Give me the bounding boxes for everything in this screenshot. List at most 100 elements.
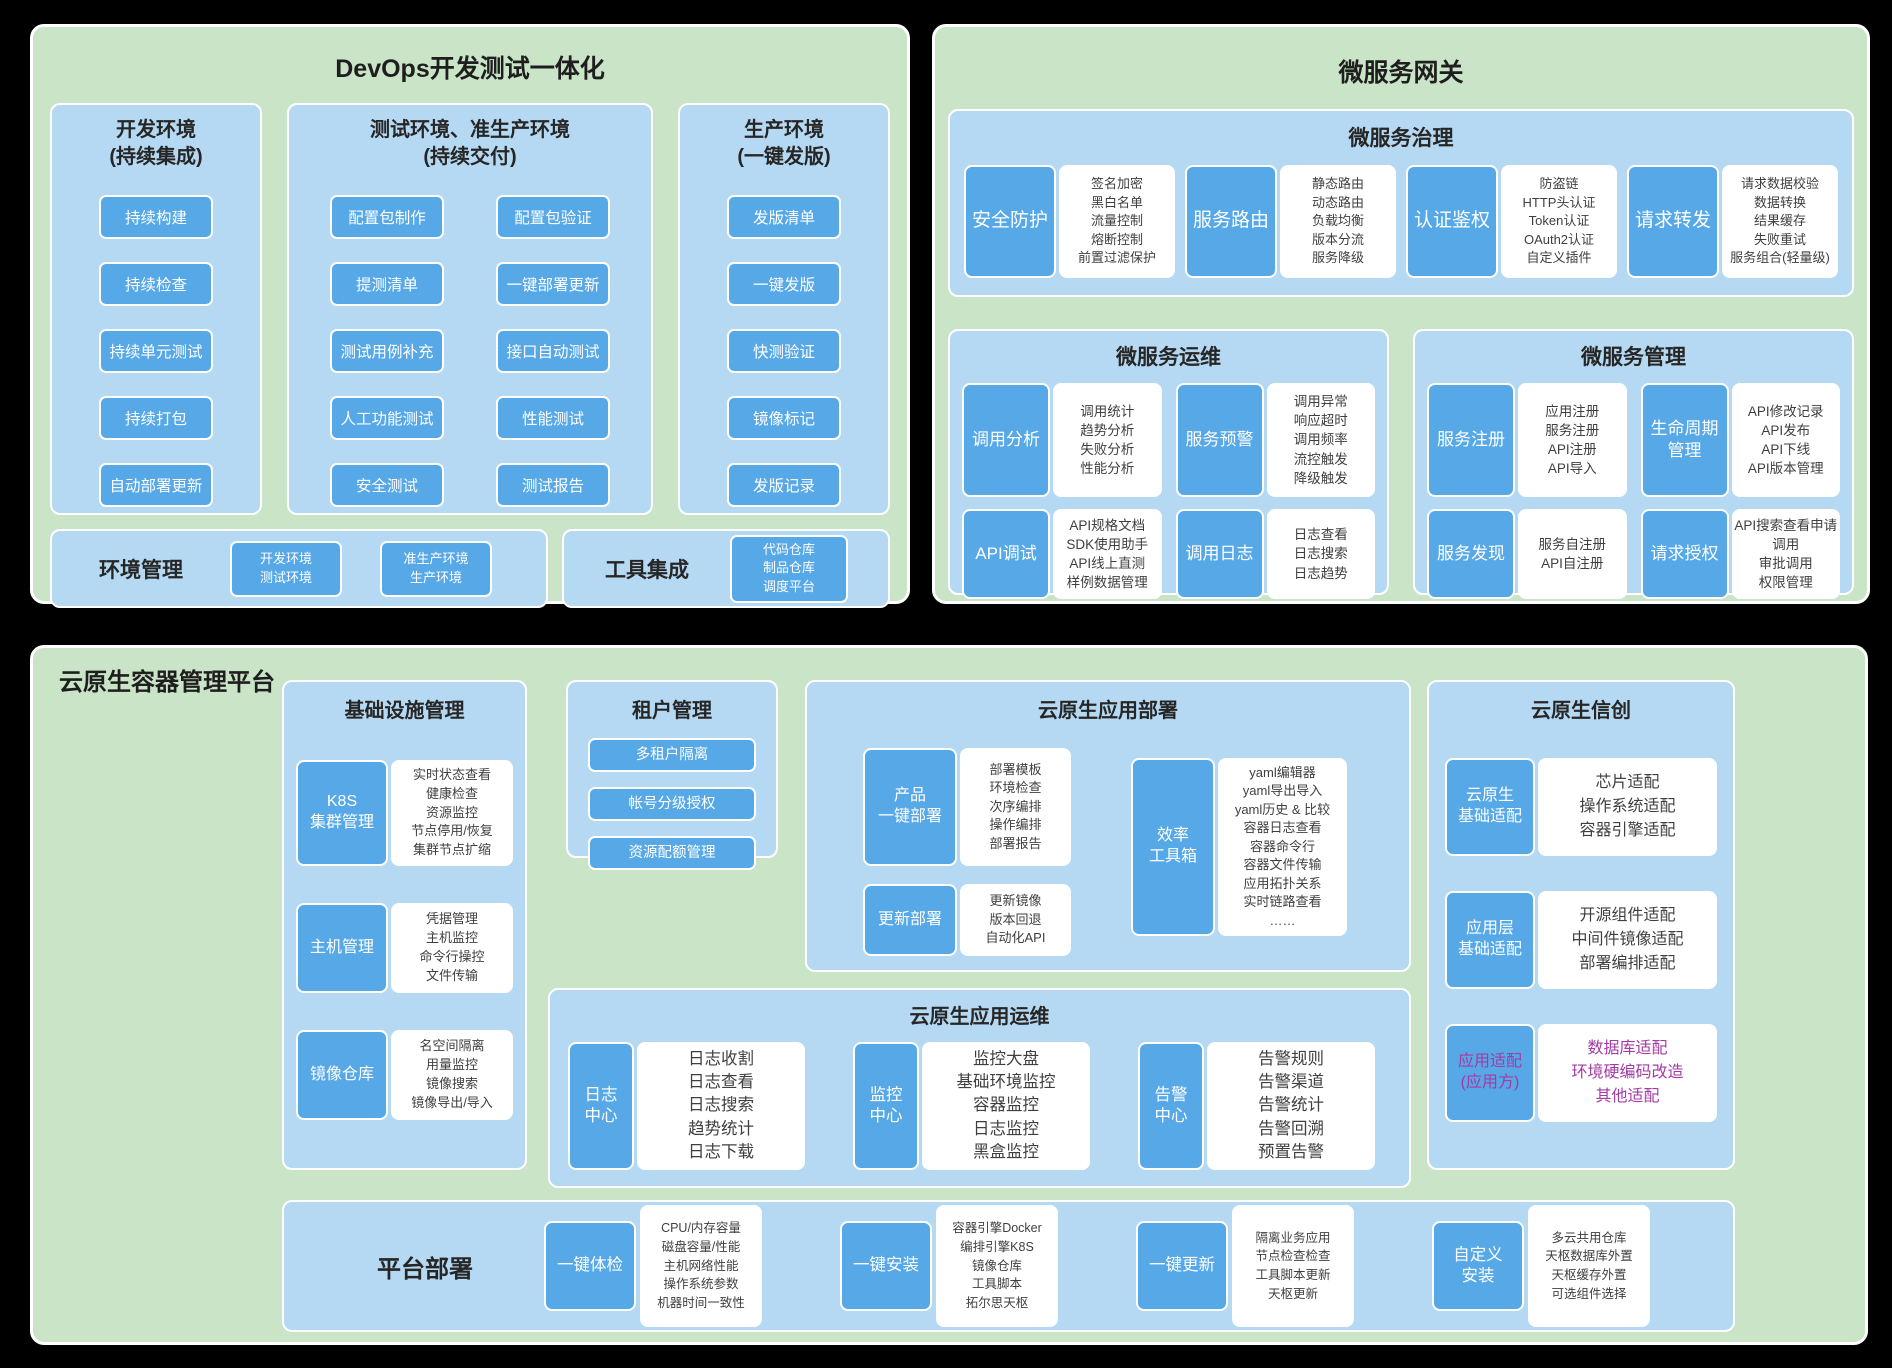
feature-label: 云原生基础适配 — [1445, 758, 1535, 856]
feature-group-app-adaptation: 应用适配(应用方) 数据库适配环境硬编码改造其他适配 — [1445, 1024, 1717, 1122]
feature-label: 生命周期管理 — [1640, 383, 1729, 497]
test-environment-header: 测试环境、准生产环境 (持续交付) — [289, 117, 651, 171]
feature-group: 产品一键部署 部署模板环境检查次序编排操作编排部署报告 — [863, 748, 1071, 866]
pipeline-step: 发版记录 — [727, 463, 841, 507]
feature-group: 更新部署 更新镜像版本回退自动化API — [863, 884, 1071, 956]
tenant-chips: 多租户隔离 帐号分级授权 资源配额管理 — [568, 738, 776, 870]
column-subtitle: (一键发版) — [737, 146, 831, 168]
feature-details: 日志收割日志查看日志搜索趋势统计日志下载 — [637, 1042, 805, 1170]
pipeline-step: 自动部署更新 — [99, 463, 213, 507]
feature-label: API调试 — [962, 509, 1050, 599]
feature-details: 静态路由动态路由负载均衡版本分流服务降级 — [1280, 165, 1396, 278]
pipeline-step: 一键发版 — [727, 262, 841, 306]
feature-details: 隔离业务应用节点检查检查工具脚本更新天枢更新 — [1232, 1205, 1354, 1327]
feature-details: 凭据管理主机监控命令行操控文件传输 — [391, 903, 513, 993]
feature-group: 安全防护 签名加密黑白名单流量控制熔断控制前置过滤保护 — [964, 165, 1175, 278]
pipeline-step: 接口自动测试 — [496, 329, 610, 373]
infrastructure-title: 基础设施管理 — [344, 700, 465, 722]
feature-label: 效率工具箱 — [1131, 758, 1215, 936]
pipeline-step: 提测清单 — [330, 262, 444, 306]
feature-details: 调用异常响应超时调用频率流控触发降级触发 — [1266, 383, 1375, 497]
feature-label: 应用层基础适配 — [1445, 891, 1535, 989]
feature-details: 签名加密黑白名单流量控制熔断控制前置过滤保护 — [1059, 165, 1175, 278]
feature-group: 自定义安装 多云共用仓库天枢数据库外置天枢缓存外置可选组件选择 — [1432, 1205, 1650, 1327]
feature-label: 调用分析 — [962, 383, 1050, 497]
feature-label: 请求转发 — [1627, 165, 1719, 278]
feature-label: 服务预警 — [1175, 383, 1264, 497]
pipeline-step: 一键部署更新 — [496, 262, 610, 306]
feature-label: 应用适配(应用方) — [1445, 1024, 1535, 1122]
feature-details: 日志查看日志搜索日志趋势 — [1266, 509, 1375, 599]
feature-label: 日志中心 — [568, 1042, 634, 1170]
prod-environment-column: 生产环境 (一键发版) 发版清单 一键发版 快测验证 镜像标记 发版记录 — [678, 103, 890, 515]
feature-label: 产品一键部署 — [863, 748, 957, 866]
tool-integration-label: 工具集成 — [605, 558, 689, 582]
pipeline-step: 持续单元测试 — [99, 329, 213, 373]
pipeline-step: 发版清单 — [727, 195, 841, 239]
feature-group: 一键更新 隔离业务应用节点检查检查工具脚本更新天枢更新 — [1136, 1205, 1354, 1327]
tenant-management-section: 租户管理 多租户隔离 帐号分级授权 资源配额管理 — [566, 680, 778, 870]
service-governance-title: 微服务治理 — [1348, 127, 1454, 150]
tool-integration-box: 工具集成 代码仓库制品仓库调度平台 — [562, 529, 890, 608]
feature-details: 实时状态查看健康检查资源监控节点停用/恢复集群节点扩缩 — [391, 760, 513, 866]
gateway-lower-sections: 微服务运维 调用分析 调用统计趋势分析失败分析性能分析 服务预警 调用异常响应超… — [948, 329, 1854, 599]
feature-label: 一键安装 — [840, 1221, 932, 1311]
xinchuang-section: 云原生信创 云原生基础适配 芯片适配操作系统适配容器引擎适配 应用层基础适配 开… — [1427, 680, 1735, 1170]
dev-environment-column: 开发环境 (持续集成) 持续构建 持续检查 持续单元测试 持续打包 自动部署更新 — [50, 103, 262, 515]
feature-label: 更新部署 — [863, 884, 957, 956]
microservice-gateway-panel: 微服务网关 微服务治理 安全防护 签名加密黑白名单流量控制熔断控制前置过滤保护 … — [932, 24, 1870, 604]
devops-panel-title: DevOps开发测试一体化 — [335, 55, 605, 83]
pipeline-step: 持续打包 — [99, 396, 213, 440]
feature-group: 一键体检 CPU/内存容量磁盘容量/性能主机网络性能操作系统参数机器时间一致性 — [544, 1205, 762, 1327]
feature-details: CPU/内存容量磁盘容量/性能主机网络性能操作系统参数机器时间一致性 — [640, 1205, 762, 1327]
pipeline-step: 性能测试 — [496, 396, 610, 440]
service-management-title: 微服务管理 — [1581, 346, 1686, 369]
prod-environment-header: 生产环境 (一键发版) — [680, 117, 888, 171]
feature-details: 多云共用仓库天枢数据库外置天枢缓存外置可选组件选择 — [1528, 1205, 1650, 1327]
column-title: 测试环境、准生产环境 — [370, 119, 570, 141]
cloud-panel-title: 云原生容器管理平台 — [59, 669, 275, 696]
feature-label: 调用日志 — [1175, 509, 1264, 599]
feature-details: 开源组件适配中间件镜像适配部署编排适配 — [1538, 891, 1717, 989]
governance-groups: 安全防护 签名加密黑白名单流量控制熔断控制前置过滤保护 服务路由 静态路由动态路… — [964, 165, 1838, 278]
pipeline-step: 配置包制作 — [330, 195, 444, 239]
feature-label: 服务发现 — [1427, 509, 1515, 599]
feature-details: 监控大盘基础环境监控容器监控日志监控黑盒监控 — [922, 1042, 1090, 1170]
feature-group: 日志中心 日志收割日志查看日志搜索趋势统计日志下载 — [568, 1042, 805, 1170]
pipeline-step: 配置包验证 — [496, 195, 610, 239]
pipeline-step-grid: 配置包制作 配置包验证 提测清单 一键部署更新 测试用例补充 接口自动测试 人工… — [289, 195, 651, 507]
service-operations-section: 微服务运维 调用分析 调用统计趋势分析失败分析性能分析 服务预警 调用异常响应超… — [948, 329, 1389, 599]
operations-row: 调用分析 调用统计趋势分析失败分析性能分析 服务预警 调用异常响应超时调用频率流… — [962, 383, 1375, 497]
app-operations-title: 云原生应用运维 — [909, 1006, 1050, 1028]
tenant-management-title: 租户管理 — [632, 700, 712, 722]
feature-group: 监控中心 监控大盘基础环境监控容器监控日志监控黑盒监控 — [853, 1042, 1090, 1170]
feature-details: 告警规则告警渠道告警统计告警回溯预置告警 — [1207, 1042, 1375, 1170]
environment-chip: 准生产环境生产环境 — [380, 540, 492, 597]
feature-label: 服务注册 — [1427, 383, 1515, 497]
service-operations-title: 微服务运维 — [1116, 346, 1221, 369]
column-subtitle: (持续集成) — [109, 146, 203, 168]
pipeline-step-list: 发版清单 一键发版 快测验证 镜像标记 发版记录 — [680, 195, 888, 507]
feature-details: 更新镜像版本回退自动化API — [960, 884, 1071, 956]
app-operations-section: 云原生应用运维 日志中心 日志收割日志查看日志搜索趋势统计日志下载 监控中心 监… — [548, 988, 1411, 1188]
feature-group: 调用日志 日志查看日志搜索日志趋势 — [1175, 509, 1375, 599]
pipeline-step: 持续构建 — [99, 195, 213, 239]
environment-management-box: 环境管理 开发环境测试环境 准生产环境生产环境 — [50, 529, 548, 608]
feature-details: 数据库适配环境硬编码改造其他适配 — [1538, 1024, 1717, 1122]
app-deployment-section: 云原生应用部署 产品一键部署 部署模板环境检查次序编排操作编排部署报告 更新部署… — [805, 680, 1411, 972]
feature-group: 主机管理 凭据管理主机监控命令行操控文件传输 — [296, 903, 513, 993]
feature-details: 名空间隔离用量监控镜像搜索镜像导出/导入 — [391, 1030, 513, 1120]
pipeline-step: 安全测试 — [330, 463, 444, 507]
